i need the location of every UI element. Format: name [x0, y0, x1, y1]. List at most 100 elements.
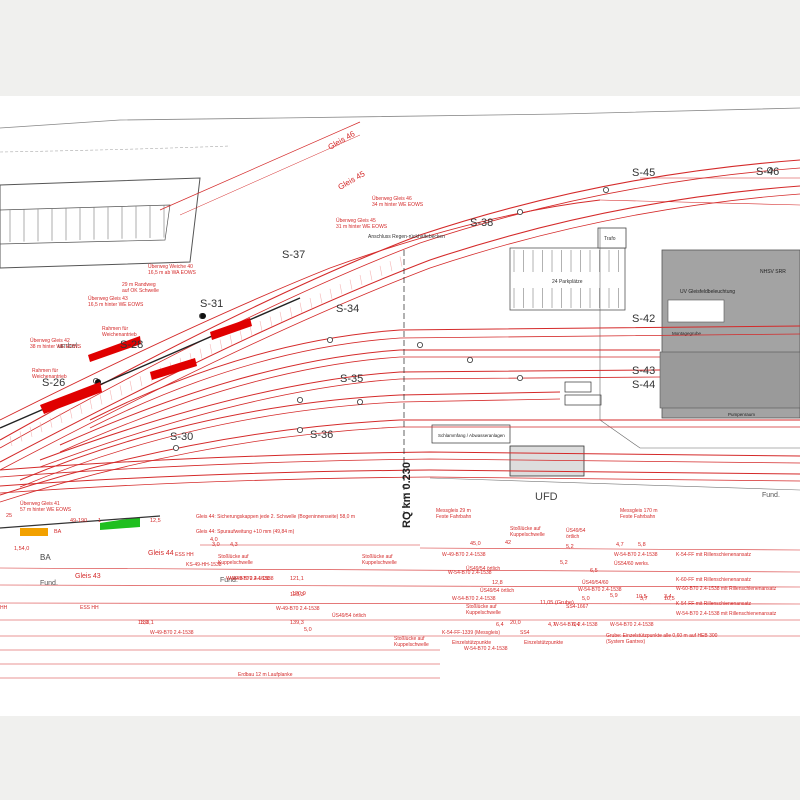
embankment-line — [0, 145, 231, 153]
annotation-structures-umbel: umbel. — [58, 343, 79, 350]
dimension-line — [0, 602, 800, 605]
track-rail — [39, 376, 661, 468]
signal-label: S-30 — [170, 431, 193, 443]
parking-label: 24 Parkplätze — [552, 279, 583, 285]
sleeper — [59, 412, 63, 424]
sleeper — [199, 348, 203, 359]
dimension-value: 123,3 — [290, 592, 304, 598]
mast-pole — [767, 166, 774, 173]
annotation-notes-einzelstuetz_1: Einzelstützpunkte — [452, 640, 491, 646]
dimension-value: 4,3 — [230, 542, 238, 548]
track-rail — [59, 349, 660, 446]
rq-km-label: RQ km 0.230 — [401, 462, 413, 528]
mast-pole — [296, 426, 303, 433]
track-rail — [0, 476, 800, 494]
sleeper — [279, 311, 283, 322]
annotation-notes-w54_2: W-54-B70 2.4-1538 — [448, 570, 492, 576]
annotation-notes-w54_1: W-54-B70 2.4-1538 — [614, 552, 658, 558]
annotation-notes-einzelstuetz_2: Einzelstützpunkte — [524, 640, 563, 646]
annotation-tracks-gleis_43: Gleis 43 — [75, 573, 101, 580]
dimension-value: 6,5 — [590, 568, 598, 574]
switch-block-3 — [210, 318, 252, 340]
dimension-line — [0, 584, 800, 588]
switch-block-4 — [88, 336, 141, 362]
track-rail — [0, 193, 800, 471]
annotation-notes-w49_5: W-49-B70 2.4-1538 — [230, 576, 274, 582]
sleeper — [139, 376, 143, 387]
dimension-value: 5,2 — [560, 560, 568, 566]
mast-pole — [517, 208, 524, 215]
sleeper — [9, 435, 13, 447]
track-rail — [0, 159, 800, 441]
dimension-value: 5,8 — [638, 542, 646, 548]
mast-pole — [416, 341, 423, 348]
sleeper — [129, 380, 133, 391]
sleeper — [359, 274, 363, 286]
annotation-notes-k54ff_2: K-54-FF mit Rillenschienenansatz — [676, 601, 752, 607]
dimension-lines — [0, 544, 800, 679]
mast-pole — [296, 396, 303, 403]
sleeper — [369, 270, 373, 281]
sleeper — [79, 403, 83, 414]
sleeper — [219, 339, 223, 350]
annotation-notes-w49_1: W-49-B70 2.4-1538 — [226, 576, 270, 582]
annotation-notes-w54_ril: W-54-B70 2.4-1538 mit Rillenschienenansa… — [676, 611, 777, 617]
bottom-track — [0, 515, 161, 529]
track-rail — [89, 333, 800, 429]
annotation-notes-w49_2: W-49-B70 2.4-1538 — [276, 606, 320, 612]
dimension-value: 20,0 — [510, 620, 521, 626]
track-rail — [0, 458, 800, 478]
dimension-value: 5,9 — [610, 593, 618, 599]
dimension-value: 4,0 — [210, 537, 218, 543]
switch-block-1 — [40, 382, 102, 414]
mast-pole — [326, 336, 333, 343]
signal-label: S-34 — [336, 303, 359, 315]
annotation-structures-ba: BA — [40, 553, 51, 562]
annotation-notes-us49_54_60: ÜS49/54/60 — [582, 579, 609, 586]
track-rail — [599, 199, 800, 206]
annotation-structures-anschluss: Anschluss Regen-rückhaltebecken — [368, 234, 445, 240]
track-rail — [0, 167, 800, 449]
dimension-value: 42 — [505, 540, 511, 546]
dimension-value: 13,1 — [138, 620, 149, 626]
annotation-notes-w54_6: W-54-B70 2.4-1538 — [464, 646, 508, 652]
dimension-value: 49-190 — [70, 518, 87, 524]
annotation-notes-erdbau: Erdbau 12 m Laufplanke — [238, 672, 293, 678]
mast-pole — [517, 374, 524, 381]
track-group — [0, 121, 800, 503]
mast-pole — [356, 398, 363, 405]
ufd-label: UFD — [535, 491, 558, 503]
existing-building — [0, 177, 201, 269]
yard-road — [599, 228, 800, 449]
signal-label: S-36 — [310, 429, 333, 441]
signal-label: S-45 — [632, 167, 655, 179]
track-rail — [0, 419, 800, 496]
signal-label: S-31 — [200, 298, 223, 310]
sleeper — [309, 297, 313, 309]
dimension-value: 6,4 — [572, 622, 580, 628]
annotation-notes-k54_messgl: K-54-FF-1339 (Messgleis) — [442, 630, 500, 636]
sleeper — [379, 265, 383, 276]
annotation-structures-fund_2: Fund. — [220, 577, 238, 584]
annotation-notes-hh: HH — [0, 605, 8, 611]
sleeper — [289, 307, 293, 318]
signal-label: S-28 — [120, 339, 143, 351]
dimension-value: 6,4 — [496, 622, 504, 628]
dimension-value: 120,9 — [292, 591, 306, 597]
nhsv-label: NHSV SRR — [760, 269, 786, 275]
pit-building — [564, 381, 592, 393]
dimension-value: 5,0 — [582, 596, 590, 602]
annotation-notes-w54_5: W-54-B70 2.4-1538 — [452, 596, 496, 602]
sleeper — [49, 417, 53, 428]
dimension-value: 121,1 — [290, 576, 304, 582]
schlammfang-label: Schlammfang / Abwasseranlagen — [438, 433, 505, 438]
